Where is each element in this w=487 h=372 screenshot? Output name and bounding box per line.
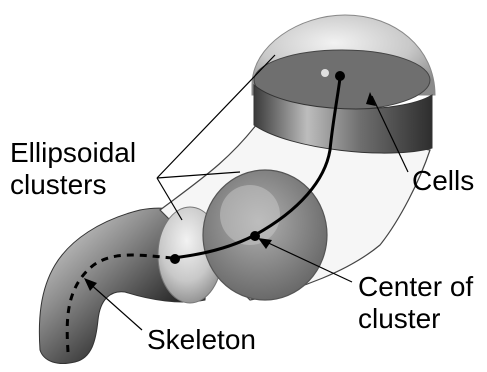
cluster-center-marker — [250, 231, 260, 241]
label-center-line2: cluster — [358, 304, 440, 334]
cluster-center-marker — [170, 254, 180, 264]
label-ellipsoidal-line2: clusters — [10, 170, 106, 200]
label-ellipsoidal-line1: Ellipsoidal — [10, 138, 136, 168]
label-center-line1: Center of — [358, 272, 473, 302]
cluster-center-marker — [335, 71, 345, 81]
top-highlight-dot — [321, 69, 329, 77]
label-skeleton: Skeleton — [147, 325, 256, 355]
label-cells: Cells — [412, 166, 474, 196]
